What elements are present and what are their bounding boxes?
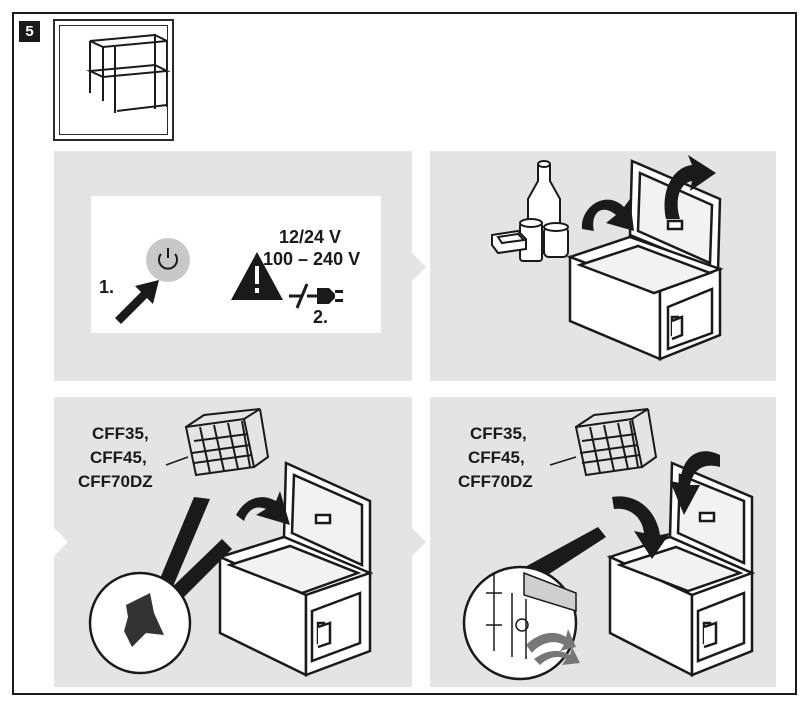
magnifier-icon [462,527,606,681]
unplug-icon [289,283,343,309]
model-label-1: CFF35, [470,424,527,443]
panel-close-lid: CFF35, CFF45, CFF70DZ [430,397,776,687]
basket-icon [549,408,658,477]
cooler-icon [566,159,724,361]
thumbnail-inner-frame [59,25,168,135]
panel-connector [54,528,68,556]
cooler-icon [216,461,374,678]
warning-icon [231,252,283,300]
voltage-ac-label: 100 – 240 V [263,249,361,269]
lift-arrow-icon [581,155,716,231]
step-label-power: 1. [99,277,115,297]
panel-insert-basket: CFF35, CFF45, CFF70DZ [54,397,412,687]
magnifier-icon [88,497,232,675]
panel-connector [412,253,426,281]
power-button-icon [146,238,190,282]
step-label-unplug: 2. [313,307,329,327]
basket-icon [165,408,270,477]
insert-arrow-icon [236,491,290,525]
panel-power-off: 1. 12/24 V 100 – 240 V 2. [54,151,412,381]
model-label-2: CFF45, [90,448,147,467]
panel-connector [412,528,426,556]
model-label-1: CFF35, [92,424,149,443]
model-label-3: CFF70DZ [78,472,153,491]
finger-arrow-icon [115,280,159,324]
storage-thumbnail [53,19,174,341]
voltage-dc-label: 12/24 V [279,227,342,247]
food-icon [491,160,569,262]
panel-empty-cooler [430,151,776,381]
step-number-badge: 5 [19,21,40,42]
model-label-3: CFF70DZ [458,472,533,491]
model-label-2: CFF45, [468,448,525,467]
close-arrow-icon [612,451,720,559]
power-card: 1. 12/24 V 100 – 240 V 2. [91,196,381,333]
